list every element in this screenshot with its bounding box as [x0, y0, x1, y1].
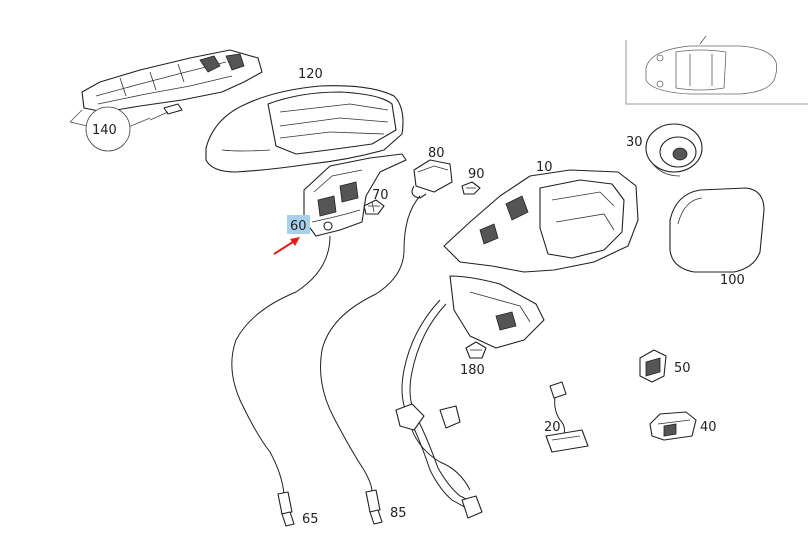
part-30-adjust-drive[interactable]	[645, 123, 703, 177]
part-140-turn-signal-module[interactable]	[81, 49, 263, 121]
part-90-screw[interactable]	[461, 181, 481, 195]
label-60: 60	[290, 219, 307, 234]
part-70-screw[interactable]	[363, 199, 385, 215]
label-40: 40	[700, 420, 717, 435]
part-10-mirror-housing[interactable]	[443, 169, 639, 349]
part-120-mirror-cover[interactable]	[205, 85, 404, 173]
part-40-clip[interactable]	[649, 411, 697, 441]
part-20-control-module[interactable]	[545, 381, 589, 453]
callout-140: 140	[69, 106, 151, 152]
label-30: 30	[626, 135, 643, 150]
vehicle-locator-inset	[625, 35, 808, 105]
label-140: 140	[92, 123, 117, 138]
label-80: 80	[428, 146, 445, 161]
label-100: 100	[720, 273, 745, 288]
label-90: 90	[468, 167, 485, 182]
part-180-screw[interactable]	[465, 341, 487, 359]
highlight-60	[287, 215, 310, 234]
part-60-bracket-assembly[interactable]	[303, 153, 407, 237]
label-10: 10	[536, 160, 553, 175]
pointer-arrow-60	[273, 237, 300, 255]
part-50-connector[interactable]	[639, 349, 667, 383]
label-65: 65	[302, 512, 319, 527]
label-20: 20	[544, 420, 561, 435]
cable-65[interactable]	[231, 235, 331, 527]
wiring-harness-main[interactable]	[395, 299, 483, 519]
label-120: 120	[298, 67, 323, 82]
label-70: 70	[372, 188, 389, 203]
cable-85[interactable]	[320, 195, 421, 525]
part-80-sensor-unit[interactable]	[411, 159, 453, 199]
label-85: 85	[390, 506, 407, 521]
label-50: 50	[674, 361, 691, 376]
label-180: 180	[460, 363, 485, 378]
part-100-mirror-glass[interactable]	[669, 187, 765, 273]
